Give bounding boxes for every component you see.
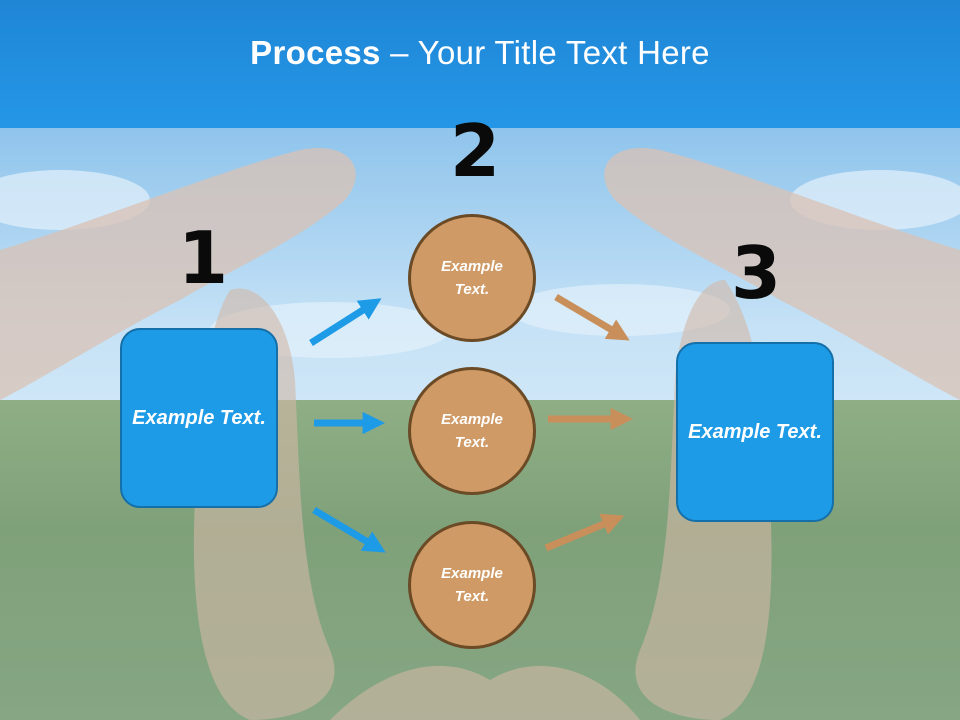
arrow-right-icon <box>544 513 625 552</box>
title-bold-text: Process <box>250 34 381 71</box>
title-rest-text: – Your Title Text Here <box>380 34 710 71</box>
arrow-right-icon <box>554 293 630 341</box>
step-number-2: 2 <box>450 109 501 193</box>
arrow-right-icon <box>309 298 382 346</box>
step-3-text: Example Text. <box>688 420 822 443</box>
step-2-circle-top[interactable]: Example Text. <box>408 214 536 342</box>
step-2-circle-middle[interactable]: Example Text. <box>408 367 536 495</box>
step-2-circle-bottom[interactable]: Example Text. <box>408 521 536 649</box>
circle-text: Example Text. <box>441 565 503 605</box>
title-banner: Process – Your Title Text Here <box>0 0 960 128</box>
arrow-right-icon <box>312 506 386 553</box>
page-title: Process – Your Title Text Here <box>250 34 710 72</box>
step-number-1: 1 <box>178 216 229 300</box>
step-number-3: 3 <box>731 231 782 315</box>
circle-text: Example Text. <box>441 258 503 298</box>
step-1-text: Example Text. <box>132 406 266 429</box>
step-3-box[interactable]: Example Text. <box>676 342 834 522</box>
circle-text: Example Text. <box>441 411 503 451</box>
step-1-box[interactable]: Example Text. <box>120 328 278 508</box>
